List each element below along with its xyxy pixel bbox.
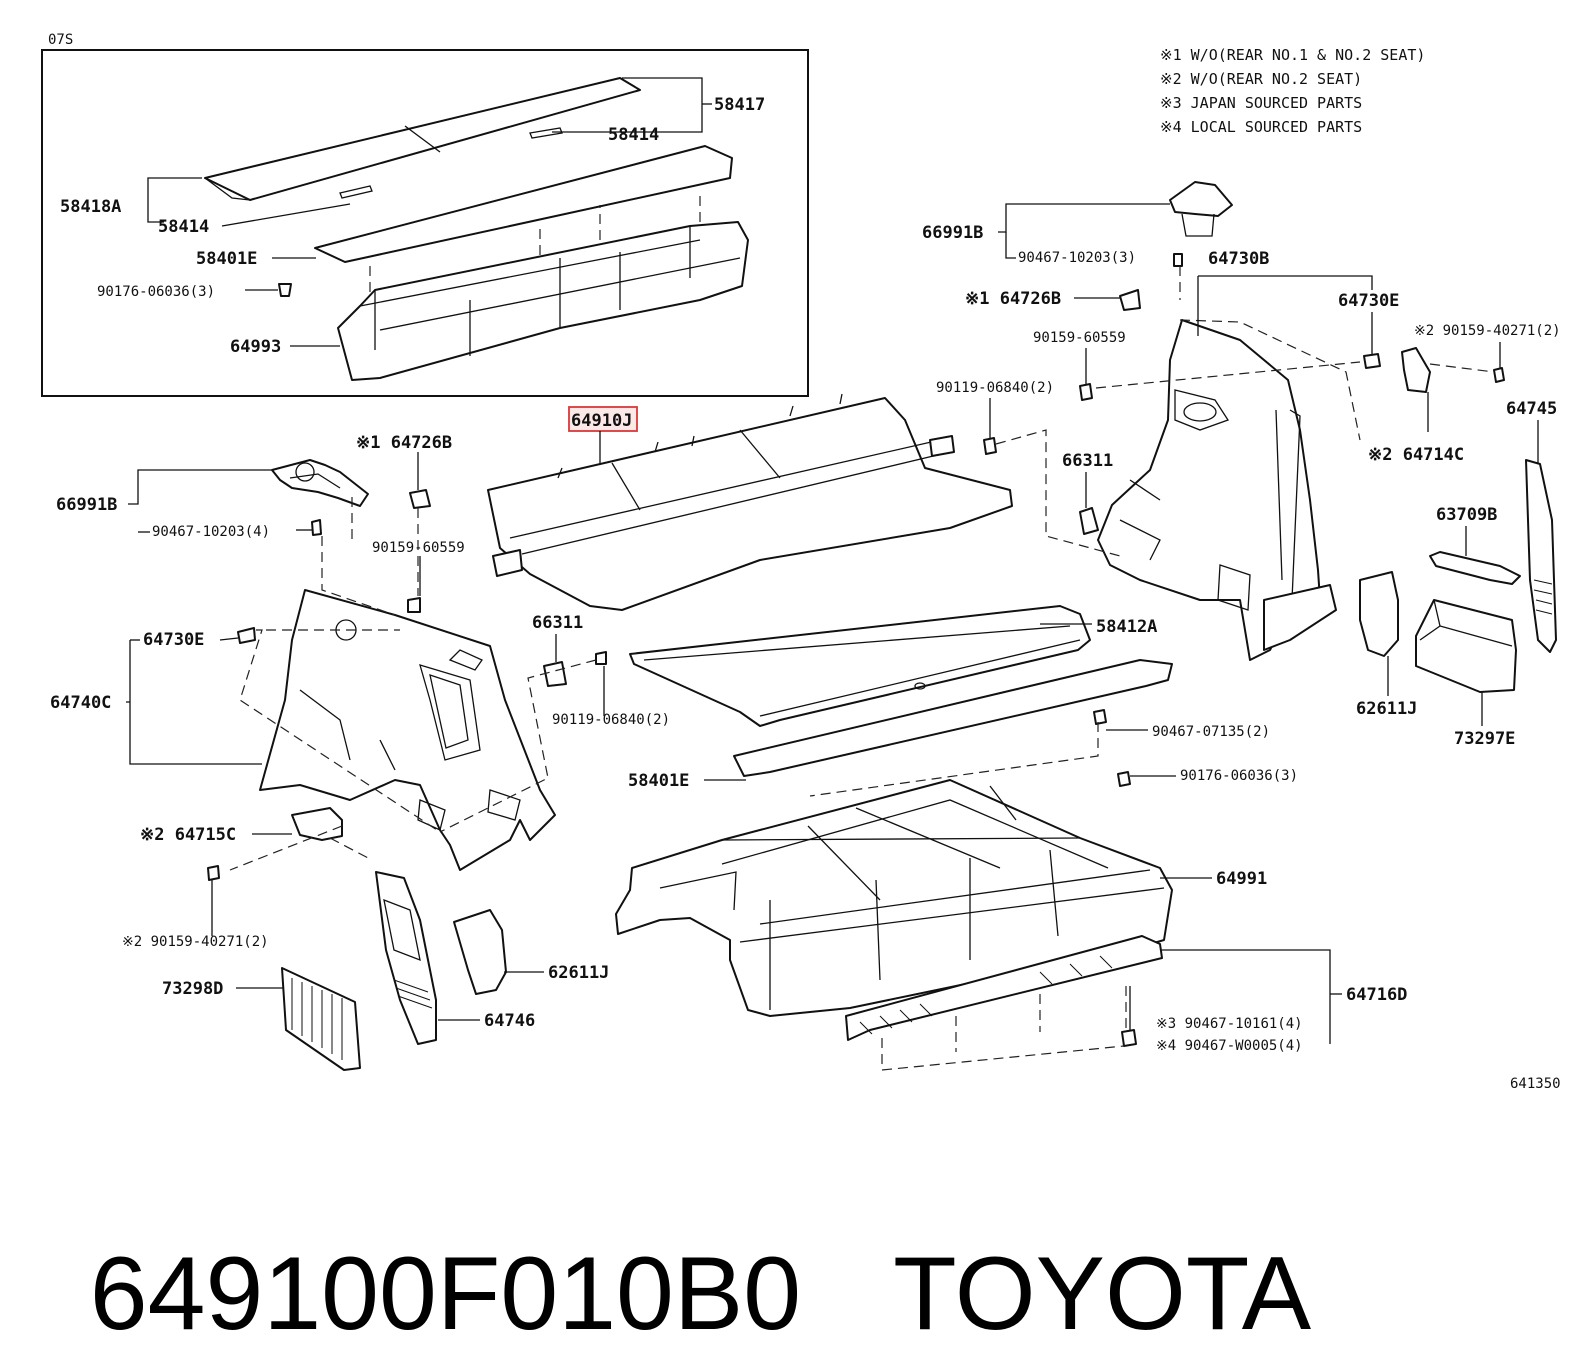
label-62611j-left: 62611J bbox=[548, 963, 609, 983]
part-64910j: 64910J bbox=[487, 393, 1013, 611]
label-58412a: 58412A bbox=[1096, 617, 1157, 637]
label-58414-b: 58414 bbox=[158, 217, 209, 237]
label-58414-a: 58414 bbox=[608, 125, 659, 145]
label-64746: 64746 bbox=[484, 1011, 535, 1031]
label-64726b-right: ※1 64726B bbox=[965, 289, 1061, 309]
part-64991 bbox=[615, 779, 1173, 1017]
label-58417: 58417 bbox=[714, 95, 765, 115]
label-64910j: 64910J bbox=[571, 411, 632, 431]
part-58401e-lower bbox=[733, 659, 1173, 787]
label-73298d: 73298D bbox=[162, 979, 223, 999]
brand-name: TOYOTA bbox=[893, 1236, 1312, 1352]
label-90467-w0005: ※4 90467-W0005(4) bbox=[1156, 1038, 1303, 1054]
label-62611j-right: 62611J bbox=[1356, 699, 1417, 719]
label-66991b-left: 66991B bbox=[56, 495, 117, 515]
label-64730b: 64730B bbox=[1208, 249, 1269, 269]
right-mid-parts bbox=[1359, 551, 1521, 693]
part-number: 649100F010B0 bbox=[89, 1236, 802, 1352]
label-90119-06840-right: 90119-06840(2) bbox=[936, 380, 1054, 396]
label-64993: 64993 bbox=[230, 337, 281, 357]
label-58401e-a: 58401E bbox=[196, 249, 257, 269]
note-1: ※1 W/O(REAR NO.1 & NO.2 SEAT) bbox=[1160, 46, 1425, 64]
part-64716d bbox=[845, 935, 1163, 1047]
label-90159-60559-right: 90159-60559 bbox=[1033, 330, 1126, 346]
label-58418a: 58418A bbox=[60, 197, 121, 217]
note-4: ※4 LOCAL SOURCED PARTS bbox=[1160, 118, 1362, 136]
label-64730e-left: 64730E bbox=[143, 630, 204, 650]
bottom-left-parts bbox=[281, 871, 507, 1071]
label-90467-10161: ※3 90467-10161(4) bbox=[1156, 1016, 1303, 1032]
label-58401e-b: 58401E bbox=[628, 771, 689, 791]
left-guide-lines bbox=[229, 497, 597, 871]
label-73297e: 73297E bbox=[1454, 729, 1515, 749]
part-64730b bbox=[1097, 319, 1337, 661]
label-90467-10203-4: 90467-10203(4) bbox=[152, 524, 270, 540]
right-small-parts bbox=[983, 181, 1505, 535]
inset-code: 07S bbox=[48, 32, 73, 48]
inset-07s: 07S 58417 58414 58418A 58414 58401E 9017… bbox=[41, 32, 809, 397]
notes-block: ※1 W/O(REAR NO.1 & NO.2 SEAT) ※2 W/O(REA… bbox=[1160, 46, 1425, 136]
part-58412a bbox=[629, 605, 1091, 727]
label-90159-40271-left: ※2 90159-40271(2) bbox=[122, 934, 269, 950]
parts-diagram: 07S 58417 58414 58418A 58414 58401E 9017… bbox=[41, 32, 1561, 1092]
label-90119-06840-left: 90119-06840(2) bbox=[552, 712, 670, 728]
part-64745 bbox=[1525, 459, 1557, 653]
label-90467-07135: 90467-07135(2) bbox=[1152, 724, 1270, 740]
label-64730e-right: 64730E bbox=[1338, 291, 1399, 311]
label-66311-left: 66311 bbox=[532, 613, 583, 633]
label-64991: 64991 bbox=[1216, 869, 1267, 889]
label-90467-10203-3: 90467-10203(3) bbox=[1018, 250, 1136, 266]
left-small-parts bbox=[207, 459, 607, 881]
label-90159-60559-left: 90159-60559 bbox=[372, 540, 465, 556]
right-guide-lines bbox=[995, 266, 1495, 557]
label-64740c: 64740C bbox=[50, 693, 111, 713]
label-90176-b: 90176-06036(3) bbox=[1180, 768, 1298, 784]
note-3: ※3 JAPAN SOURCED PARTS bbox=[1160, 94, 1362, 112]
ref-code: 641350 bbox=[1510, 1076, 1561, 1092]
note-2: ※2 W/O(REAR NO.2 SEAT) bbox=[1160, 70, 1362, 88]
label-64715c: ※2 64715C bbox=[140, 825, 236, 845]
label-63709b: 63709B bbox=[1436, 505, 1497, 525]
label-90159-40271-right: ※2 90159-40271(2) bbox=[1414, 323, 1561, 339]
label-64716d: 64716D bbox=[1346, 985, 1407, 1005]
label-64726b-left: ※1 64726B bbox=[356, 433, 452, 453]
label-66311-right: 66311 bbox=[1062, 451, 1113, 471]
label-64745: 64745 bbox=[1506, 399, 1557, 419]
label-64714c: ※2 64714C bbox=[1368, 445, 1464, 465]
label-66991b-right: 66991B bbox=[922, 223, 983, 243]
label-90176-a: 90176-06036(3) bbox=[97, 284, 215, 300]
